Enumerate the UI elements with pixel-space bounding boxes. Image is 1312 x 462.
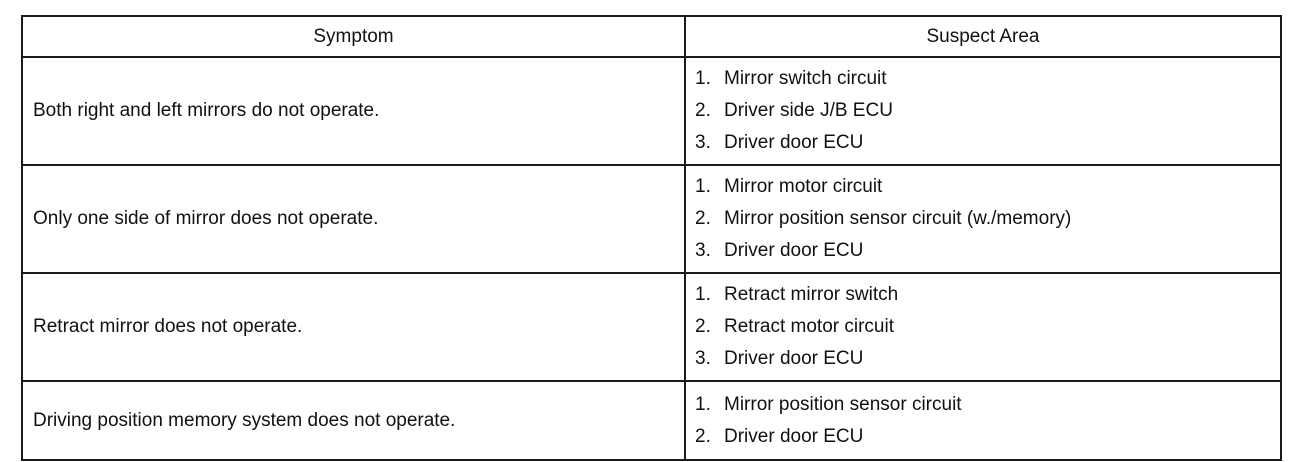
suspect-area-item: 3. Driver door ECU	[686, 343, 1280, 375]
suspect-area-text: Driver door ECU	[724, 348, 864, 369]
suspect-area-cell: 1. Mirror switch circuit 2. Driver side …	[686, 58, 1280, 164]
suspect-area-number: 1.	[695, 176, 711, 197]
suspect-area-item: 2. Mirror position sensor circuit (w./me…	[686, 203, 1280, 235]
suspect-area-text: Mirror motor circuit	[724, 176, 883, 197]
suspect-area-cell: 1. Mirror position sensor circuit 2. Dri…	[686, 382, 1280, 459]
table-row: Retract mirror does not operate. 1. Retr…	[23, 274, 1280, 382]
symptom-text: Retract mirror does not operate.	[33, 316, 303, 337]
suspect-area-item: 3. Driver door ECU	[686, 127, 1280, 159]
suspect-area-text: Mirror switch circuit	[724, 68, 887, 89]
suspect-area-text: Mirror position sensor circuit (w./memor…	[724, 208, 1072, 229]
suspect-area-number: 2.	[695, 425, 711, 447]
suspect-area-number: 3.	[695, 132, 711, 153]
suspect-area-number: 3.	[695, 240, 711, 261]
symptom-cell: Retract mirror does not operate.	[23, 274, 686, 380]
suspect-area-number: 3.	[695, 348, 711, 369]
suspect-area-text: Retract mirror switch	[724, 284, 899, 305]
symptom-table: Symptom Suspect Area Both right and left…	[21, 15, 1282, 461]
symptom-text: Both right and left mirrors do not opera…	[33, 100, 380, 121]
suspect-area-cell: 1. Retract mirror switch 2. Retract moto…	[686, 274, 1280, 380]
suspect-area-text: Driver side J/B ECU	[724, 100, 893, 121]
suspect-area-number: 1.	[695, 284, 711, 305]
table-header-row: Symptom Suspect Area	[23, 17, 1280, 58]
table-row: Driving position memory system does not …	[23, 382, 1280, 459]
suspect-area-item: 1. Retract mirror switch	[686, 279, 1280, 311]
suspect-area-text: Retract motor circuit	[724, 316, 894, 337]
symptom-cell: Both right and left mirrors do not opera…	[23, 58, 686, 164]
suspect-area-cell: 1. Mirror motor circuit 2. Mirror positi…	[686, 166, 1280, 272]
suspect-area-item: 2. Driver door ECU	[686, 421, 1280, 453]
suspect-area-number: 2.	[695, 316, 711, 337]
suspect-area-item: 1. Mirror switch circuit	[686, 63, 1280, 95]
table-row: Only one side of mirror does not operate…	[23, 166, 1280, 274]
suspect-area-number: 1.	[695, 68, 711, 89]
suspect-area-text: Driver door ECU	[724, 425, 864, 447]
symptom-text: Only one side of mirror does not operate…	[33, 208, 379, 229]
symptom-text: Driving position memory system does not …	[33, 409, 456, 431]
suspect-area-item: 3. Driver door ECU	[686, 235, 1280, 267]
suspect-area-text: Driver door ECU	[724, 132, 864, 153]
suspect-area-item: 2. Driver side J/B ECU	[686, 95, 1280, 127]
symptom-cell: Only one side of mirror does not operate…	[23, 166, 686, 272]
suspect-area-item: 2. Retract motor circuit	[686, 311, 1280, 343]
suspect-area-number: 2.	[695, 100, 711, 121]
suspect-area-number: 2.	[695, 208, 711, 229]
suspect-area-text: Mirror position sensor circuit	[724, 393, 962, 415]
suspect-area-text: Driver door ECU	[724, 240, 864, 261]
symptom-cell: Driving position memory system does not …	[23, 382, 686, 459]
table-row: Both right and left mirrors do not opera…	[23, 58, 1280, 166]
suspect-area-item: 1. Mirror position sensor circuit	[686, 389, 1280, 421]
suspect-area-item: 1. Mirror motor circuit	[686, 171, 1280, 203]
suspect-area-number: 1.	[695, 393, 711, 415]
symptom-column-header: Symptom	[23, 17, 686, 56]
suspect-area-column-header: Suspect Area	[926, 25, 1040, 47]
